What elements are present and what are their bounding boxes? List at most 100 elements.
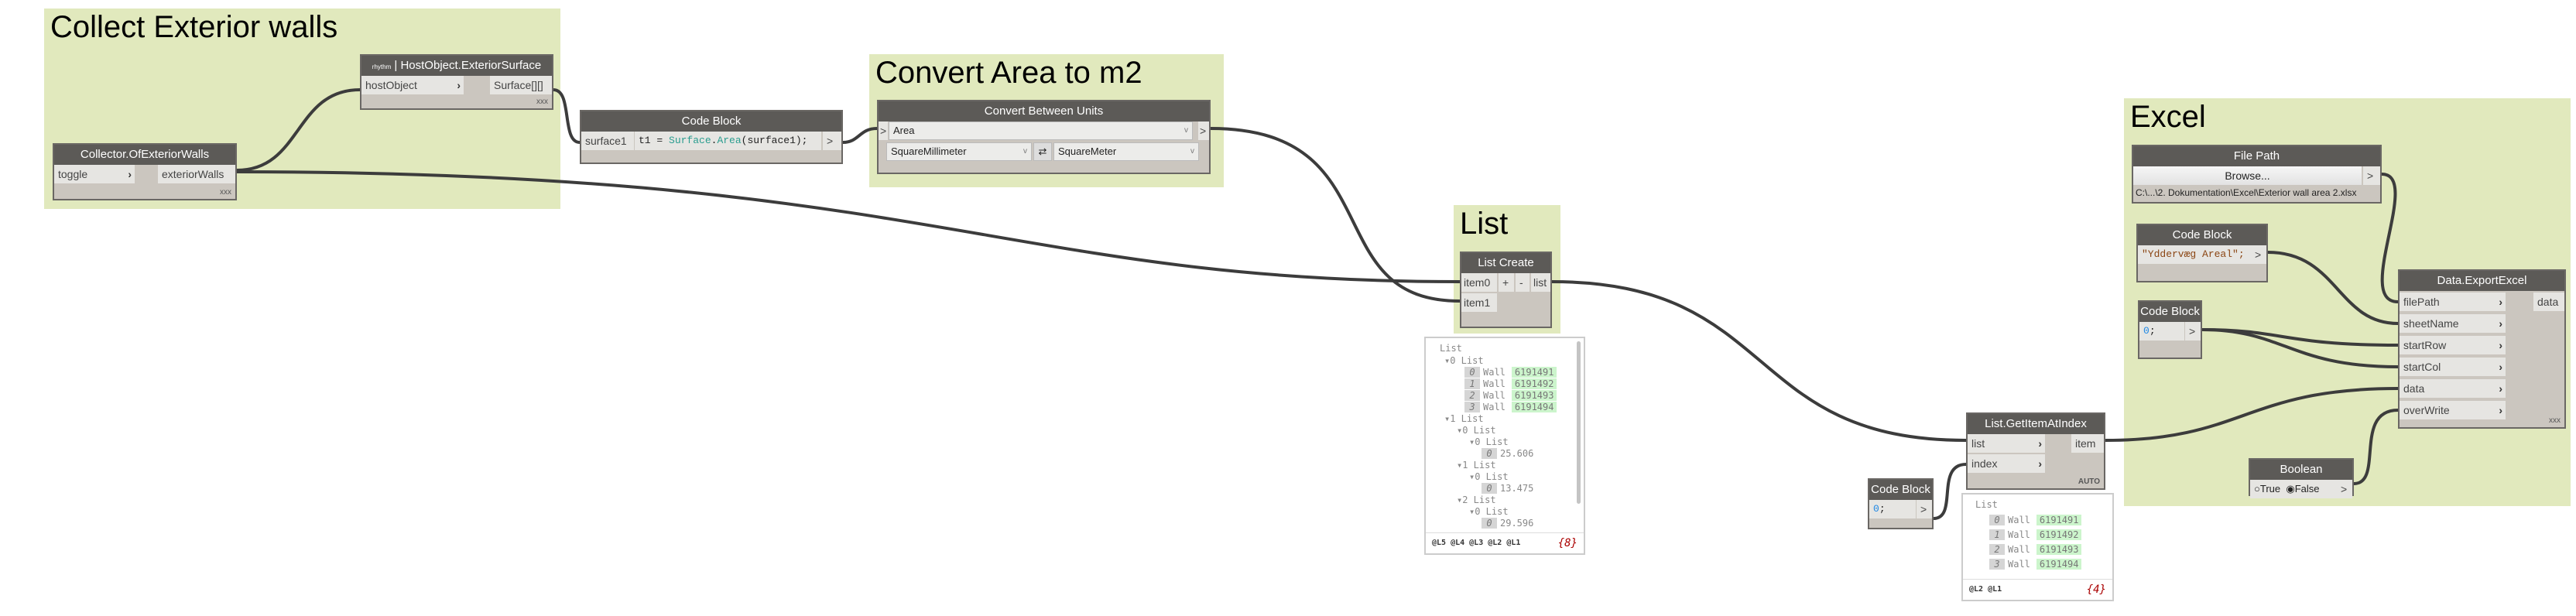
group-title: Convert Area to m2 — [875, 56, 1142, 90]
code-block-start-node[interactable]: Code Block 0; > — [2138, 300, 2202, 359]
file-path-value: C:\...\2. Dokumentation\Excel\Exterior w… — [2136, 187, 2357, 198]
scrollbar[interactable] — [1577, 341, 1581, 504]
element-id[interactable]: 6191494 — [1511, 402, 1557, 412]
exterior-walls-output-port[interactable]: exteriorWalls — [158, 165, 235, 183]
element-id[interactable]: 6191494 — [2036, 559, 2082, 570]
code-editor[interactable]: "Yddervæg Areal"; — [2138, 245, 2252, 264]
element-id[interactable]: 6191493 — [1511, 390, 1557, 401]
element-id[interactable]: 6191492 — [2036, 529, 2082, 540]
output-port[interactable]: > — [1198, 121, 1209, 140]
preview-line: ▾0 List — [1457, 425, 1496, 436]
input-port[interactable]: > — [879, 121, 888, 140]
true-radio[interactable]: ○True — [2254, 483, 2281, 495]
preview-footer: @L5 @L4 @L3 @L2 @L1{8} — [1426, 532, 1584, 553]
list-create-node[interactable]: List Create item0 + - list item1 — [1460, 252, 1552, 328]
group-title: Collect Exterior walls — [50, 10, 338, 44]
output-port[interactable]: > — [2251, 245, 2266, 264]
node-title: List.GetItemAtIndex — [1968, 414, 2104, 434]
item-index: 2 — [1464, 390, 1480, 401]
selected-value: SquareMillimeter — [891, 145, 967, 157]
port-label: item — [2075, 437, 2096, 450]
code-block-surface-area-node[interactable]: Code Block surface1 t1 = Surface.Area(su… — [580, 110, 843, 164]
browse-button[interactable]: Browse... — [2133, 166, 2362, 185]
element-id[interactable]: 6191491 — [1511, 367, 1557, 378]
false-radio[interactable]: ◉False — [2286, 483, 2320, 495]
group-title: List — [1460, 207, 1509, 241]
output-port[interactable]: > — [2337, 480, 2352, 498]
item0-input-port[interactable]: item0 — [1461, 273, 1497, 292]
remove-input-button[interactable]: - — [1516, 273, 1530, 292]
output-port[interactable]: > — [1917, 500, 1932, 518]
code-editor[interactable]: t1 = Surface.Area(surface1); — [635, 132, 821, 150]
code-block-sheet-name-node[interactable]: Code Block "Yddervæg Areal"; > — [2136, 224, 2268, 282]
node-title: File Path — [2133, 146, 2380, 166]
data-export-excel-node[interactable]: Data.ExportExcel filePath› sheetName› st… — [2398, 269, 2566, 429]
button-label: - — [1519, 276, 1523, 289]
output-port[interactable]: > — [2185, 322, 2201, 341]
sheet-name-input-port[interactable]: sheetName› — [2400, 314, 2506, 333]
element-id[interactable]: 6191491 — [2036, 515, 2082, 525]
port-label: sheetName — [2403, 317, 2459, 330]
node-title: Code Block — [581, 111, 841, 132]
surface1-input-port[interactable]: surface1 — [581, 132, 634, 150]
node-title: Data.ExportExcel — [2400, 271, 2564, 291]
item-output-port[interactable]: item — [2071, 434, 2104, 453]
element-id[interactable]: 6191492 — [1511, 378, 1557, 389]
port-label: > — [2341, 483, 2348, 495]
element-id[interactable]: 6191493 — [2036, 544, 2082, 555]
code-block-index-node[interactable]: Code Block 0; > — [1868, 478, 1934, 529]
list-output-port[interactable]: list — [1531, 273, 1550, 292]
host-object-input-port[interactable]: hostObject› — [361, 76, 464, 94]
code-editor[interactable]: 0; — [1869, 500, 1916, 518]
data-output-port[interactable]: data — [2533, 293, 2564, 311]
data-input-port[interactable]: data› — [2400, 379, 2506, 398]
list-get-item-at-index-node[interactable]: List.GetItemAtIndex list› item index› AU… — [1966, 412, 2105, 490]
surface-output-port[interactable]: Surface[][] — [490, 76, 552, 94]
port-label: > — [2255, 248, 2262, 261]
host-object-exterior-surface-node[interactable]: rhythm | HostObject.ExteriorSurface host… — [360, 54, 553, 110]
node-title: List Create — [1461, 253, 1550, 273]
item-index: 1 — [1464, 378, 1480, 389]
button-label: Browse... — [2225, 169, 2270, 182]
file-path-input-port[interactable]: filePath› — [2400, 293, 2506, 311]
output-port[interactable]: > — [823, 132, 841, 150]
item-value: 13.475 — [1500, 483, 1534, 494]
swap-units-button[interactable]: ⇄ — [1033, 142, 1052, 161]
item-value: Wall — [1483, 402, 1506, 412]
output-port[interactable]: > — [2363, 166, 2380, 185]
item1-input-port[interactable]: item1 — [1461, 293, 1497, 312]
list-root-label: List — [1975, 499, 1998, 510]
add-input-button[interactable]: + — [1499, 273, 1514, 292]
sublist-label: ▾0 List — [1457, 425, 1496, 436]
boolean-node[interactable]: Boolean ○True ◉False > — [2249, 458, 2354, 498]
index-input-port[interactable]: index› — [1968, 454, 2045, 473]
toggle-input-port[interactable]: toggle› — [54, 165, 135, 183]
port-label: exteriorWalls — [162, 168, 224, 180]
selected-value: Area — [893, 125, 915, 136]
list-levels: @L5 @L4 @L3 @L2 @L1 — [1432, 539, 1521, 547]
item-value: Wall — [2008, 559, 2030, 570]
list-input-port[interactable]: list› — [1968, 434, 2045, 453]
sublist-label: ▾2 List — [1457, 495, 1496, 505]
code-editor[interactable]: 0; — [2139, 322, 2184, 341]
port-label: filePath — [2403, 296, 2440, 308]
boolean-selector[interactable]: ○True ◉False — [2250, 480, 2338, 498]
selected-value: SquareMeter — [1058, 145, 1117, 157]
port-label: Surface[][] — [494, 79, 543, 91]
sublist-label: ▾0 List — [1469, 436, 1509, 447]
overwrite-input-port[interactable]: overWrite› — [2400, 401, 2506, 419]
start-row-input-port[interactable]: startRow› — [2400, 336, 2506, 354]
collector-of-exterior-walls-node[interactable]: Collector.OfExteriorWalls toggle› exteri… — [53, 143, 237, 200]
start-col-input-port[interactable]: startCol› — [2400, 358, 2506, 376]
file-path-node[interactable]: File Path Browse... > C:\...\2. Dokument… — [2132, 145, 2382, 204]
